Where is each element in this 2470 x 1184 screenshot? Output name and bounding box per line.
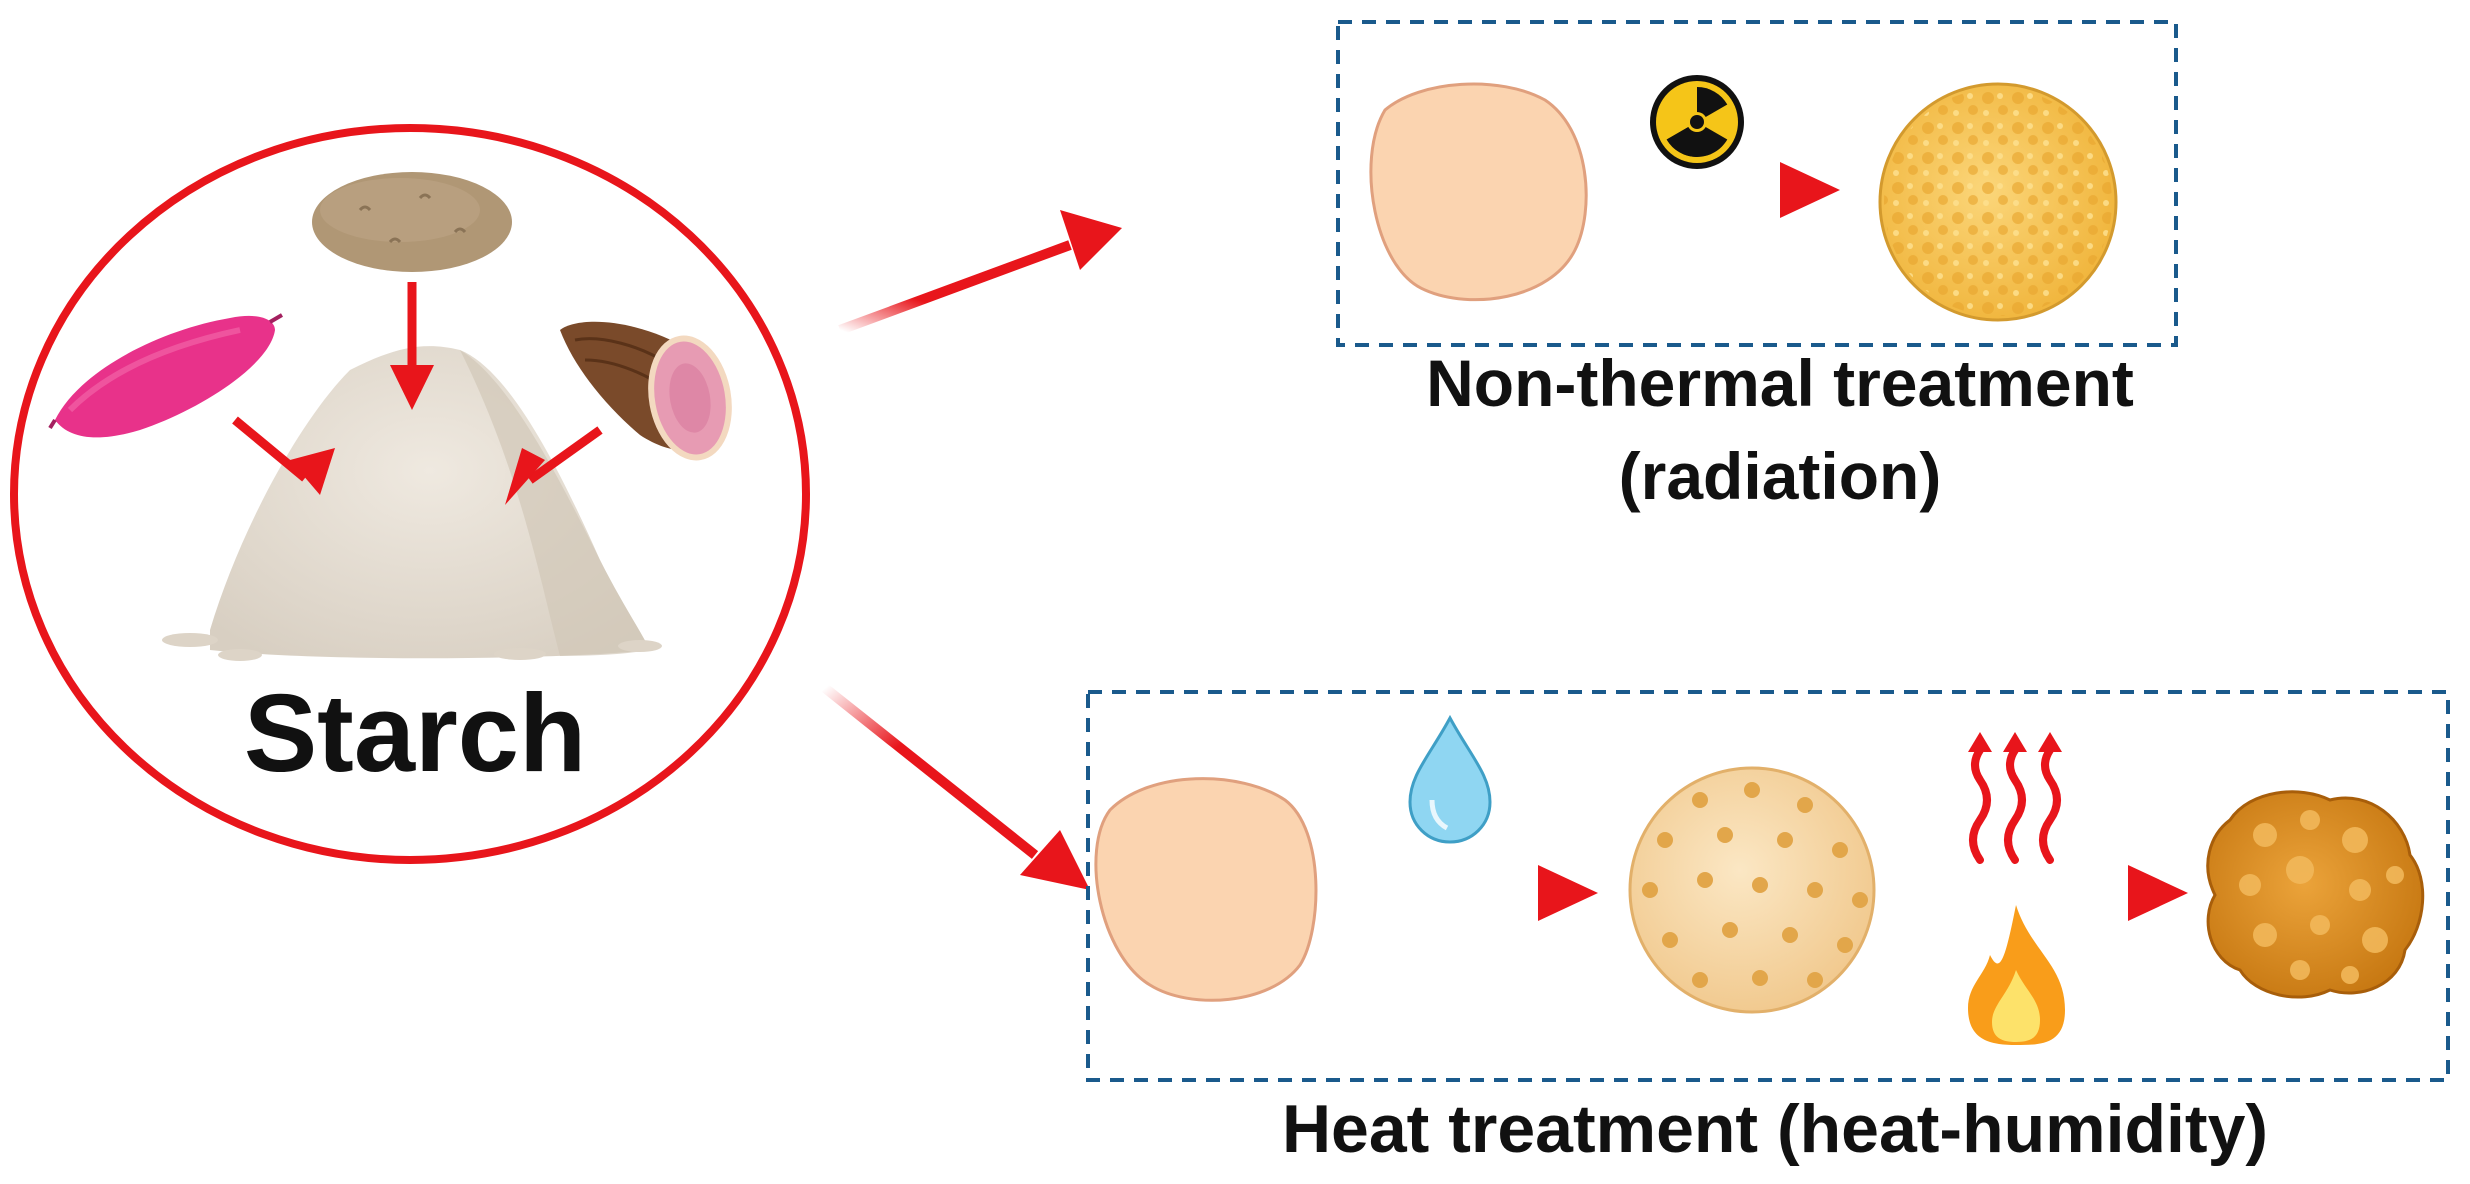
native-granule-icon — [1369, 82, 1588, 302]
branch-arrow-upper — [838, 210, 1122, 335]
heat-waves-icon — [1968, 732, 2062, 864]
radiation-arrow — [1605, 162, 1840, 218]
branch-arrow-lower — [821, 684, 1090, 890]
taro-icon — [560, 321, 732, 461]
sweet-potato-icon — [48, 313, 284, 438]
radiation-icon — [1650, 75, 1744, 169]
flame-icon — [1968, 905, 2065, 1045]
starch-source-group — [10, 124, 810, 864]
starch-circle — [10, 124, 810, 864]
starch-label: Starch — [243, 672, 587, 795]
starch-powder-pile-icon — [162, 346, 662, 661]
sweet-potato-arrow — [232, 416, 308, 482]
non-thermal-title: Non-thermal treatment — [1426, 346, 2134, 420]
non-thermal-subtitle: (radiation) — [1618, 439, 1942, 513]
water-arrow — [1320, 865, 1598, 921]
heat-arrow — [1905, 865, 2188, 921]
source-arrows — [232, 282, 603, 505]
water-drop-icon — [1408, 714, 1492, 844]
non-thermal-box — [1336, 20, 2178, 347]
potato-icon — [312, 172, 512, 272]
damaged-granule-icon — [2206, 790, 2425, 999]
swollen-granule-icon — [1628, 766, 1876, 1014]
irradiated-granule-icon — [1878, 82, 2118, 322]
taro-arrow — [527, 426, 603, 484]
heat-treatment-title: Heat treatment (heat-humidity) — [1281, 1091, 2269, 1167]
native-granule-icon-2 — [1094, 777, 1318, 1002]
heat-treatment-box — [1086, 690, 2450, 1082]
